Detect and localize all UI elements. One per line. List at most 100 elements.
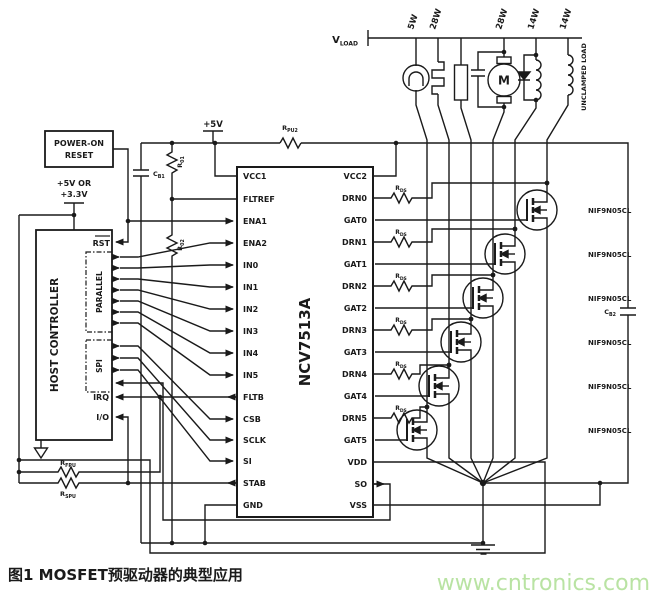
svg-text:IN3: IN3 [243,327,258,336]
parallel-line-in0 [120,261,234,269]
parallel-line-in5 [120,322,234,379]
spi-line-csb [120,345,234,423]
svg-text:SI: SI [243,457,252,466]
vcc1-wire [214,143,237,177]
drn0-wire [373,182,547,205]
svg-text:GAT4: GAT4 [344,392,368,401]
cb2-cap [620,307,636,316]
ic-box [236,166,374,518]
vload-rail [367,30,582,46]
drn5-wire [373,406,427,425]
host-supply-wires [18,214,75,483]
v5-label: +5V [203,120,223,130]
load3-branch [460,38,472,319]
svg-text:IN1: IN1 [243,283,259,292]
vload-label: VLOAD [332,35,358,48]
spi-line-si [120,369,234,465]
cb2-label: CB2 [604,308,616,318]
svg-text:VCC2: VCC2 [344,172,368,181]
por-label-2: RESET [65,151,94,160]
mosfet-q5 [396,407,484,484]
mosfet-part-label: NIF9N05CL [588,207,632,215]
svg-text:DRN3: DRN3 [342,326,367,335]
svg-text:SO: SO [354,480,367,489]
svg-text:STAB: STAB [243,479,266,488]
load6-label: 14W [558,7,574,31]
por-label-1: POWER-ON [54,139,104,148]
svg-text:GAT1: GAT1 [344,260,368,269]
blocks [35,130,374,518]
diode-icon [516,71,532,81]
svg-text:VCC1: VCC1 [243,172,267,181]
mosfet-q3 [440,319,484,484]
svg-text:IN0: IN0 [243,261,259,270]
svg-text:IN2: IN2 [243,305,258,314]
mosfet-part-label: NIF9N05CL [588,295,632,303]
svg-text:DRN1: DRN1 [342,238,367,247]
host-supply-label-1: +5V OR [57,179,91,188]
svg-text:IN5: IN5 [243,371,259,380]
mosfet-q1 [482,229,526,484]
svg-text:FLTB: FLTB [243,393,264,402]
svg-text:DRN4: DRN4 [342,370,367,379]
gnd-net [141,504,483,544]
svg-text:VDD: VDD [348,458,368,467]
labels: VLOAD 5W 28W 28W 14W 14W M UNCLAMPED LOA… [49,7,632,510]
lamp-icon [402,64,430,92]
parallel-line-in1 [120,278,234,291]
figure-caption: 图1 MOSFET预驱动器的典型应用 [8,566,243,584]
svg-text:VSS: VSS [350,501,368,510]
drn3-wire [373,318,471,337]
mosfet-body [396,409,438,451]
rfpu-resistor [19,397,161,479]
parallel-line-in4 [120,311,234,357]
load5-label: 14W [526,7,542,31]
irq-label: IRQ [93,393,109,402]
mosfet-body [484,233,526,275]
mosfet-body [462,277,504,319]
svg-text:IN4: IN4 [243,349,259,358]
load6-branch [546,38,569,183]
load2-label: 28W [428,7,444,31]
rpu2-label: RPU2 [282,124,298,134]
io-label: I/O [96,413,109,422]
junction-dots [16,49,603,546]
v5-symbol [203,130,223,143]
vss-net [373,483,601,506]
mosfet-part-label: NIF9N05CL [588,339,632,347]
heater-icon [431,61,445,95]
parallel-line-in2 [120,289,234,313]
watermark: www.cntronics.com [437,571,650,594]
motor-cap-branch [471,51,504,108]
rspu-label: RSPU [60,490,76,500]
host-controller-box [35,229,113,441]
spi-box [85,339,113,393]
svg-text:GAT5: GAT5 [344,436,368,445]
load6-coil-icon [567,54,574,96]
rpu2-resistor [279,136,302,150]
svg-text:DRN5: DRN5 [342,414,367,423]
rds4-label: RDS [395,361,407,370]
load4-label: 28W [494,7,510,31]
parallel-line-in3 [120,300,234,335]
svg-text:ENA1: ENA1 [243,217,267,226]
mosfet-q2 [462,275,504,484]
drn1-wire [373,228,515,249]
rds0-label: RDS [395,185,407,194]
io-wire [115,413,129,483]
parallel-line-ena2 [120,239,234,258]
svg-text:GND: GND [243,501,263,510]
r02-resistor [165,199,179,543]
unclamped-load-label: UNCLAMPED LOAD [580,43,588,111]
so-net [115,379,391,521]
host-supply-label-2: +3.3V [60,190,88,199]
mosfet-body [516,189,558,231]
rst-label: RST [93,239,111,248]
lamp-filament [408,71,424,86]
vcc2-wire [373,143,397,177]
mosfet-body [440,321,482,363]
spi-label: SPI [95,359,104,373]
mosfet-part-label: NIF9N05CL [588,427,632,435]
drn4-wire [373,364,449,381]
